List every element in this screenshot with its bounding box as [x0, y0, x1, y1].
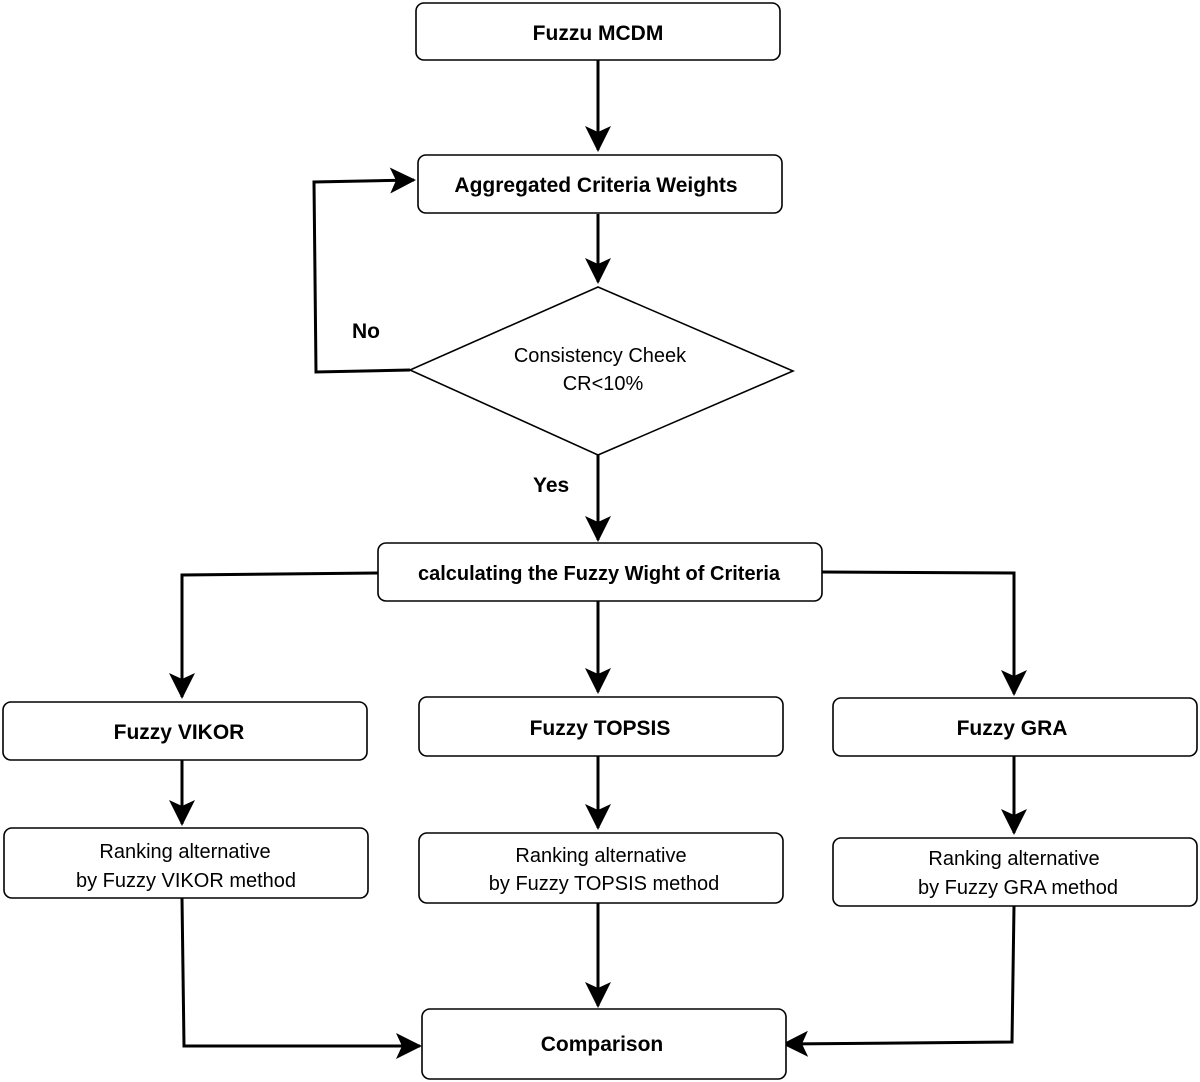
node-decision-line2: CR<10% — [563, 373, 644, 395]
node-rank-gra-line2: by Fuzzy GRA method — [918, 877, 1118, 899]
node-rank-vikor: Ranking alternative by Fuzzy VIKOR metho… — [3, 827, 369, 899]
node-gra: Fuzzy GRA — [832, 697, 1198, 757]
edge-decision-no-loop — [312, 167, 416, 374]
node-rank-gra: Ranking alternative by Fuzzy GRA method — [832, 837, 1198, 907]
node-vikor: Fuzzy VIKOR — [2, 701, 368, 761]
edges — [169, 60, 1027, 1059]
edge-label-yes: Yes — [533, 474, 569, 497]
edge-rank-vikor-to-comparison — [180, 897, 422, 1059]
node-gra-label: Fuzzy GRA — [957, 717, 1068, 740]
node-calculate-label: calculating the Fuzzy Wight of Criteria — [418, 563, 781, 585]
node-rank-gra-line1: Ranking alternative — [928, 848, 1099, 870]
node-calculate: calculating the Fuzzy Wight of Criteria — [377, 542, 823, 602]
node-aggregate: Aggregated Criteria Weights — [417, 154, 783, 214]
edge-label-no: No — [352, 320, 380, 343]
node-rank-topsis: Ranking alternative by Fuzzy TOPSIS meth… — [418, 832, 784, 904]
edge-calculate-to-gra — [821, 570, 1027, 696]
node-aggregate-label: Aggregated Criteria Weights — [454, 174, 737, 197]
edge-rank-gra-to-comparison — [782, 905, 1016, 1057]
node-rank-vikor-line2: by Fuzzy VIKOR method — [76, 870, 296, 892]
node-start-label: Fuzzu MCDM — [533, 22, 664, 45]
node-decision: Consistency Cheek CR<10% — [408, 286, 796, 456]
node-topsis: Fuzzy TOPSIS — [418, 696, 784, 757]
edge-calculate-to-vikor — [169, 571, 379, 699]
node-rank-topsis-line2: by Fuzzy TOPSIS method — [489, 873, 719, 895]
node-vikor-label: Fuzzy VIKOR — [114, 721, 245, 744]
node-rank-topsis-line1: Ranking alternative — [515, 845, 686, 867]
node-comparison-label: Comparison — [541, 1033, 664, 1056]
node-comparison: Comparison — [421, 1008, 787, 1080]
node-topsis-label: Fuzzy TOPSIS — [530, 717, 671, 740]
node-decision-line1: Consistency Cheek — [514, 345, 687, 367]
node-start: Fuzzu MCDM — [415, 2, 781, 61]
node-rank-vikor-line1: Ranking alternative — [99, 841, 270, 863]
